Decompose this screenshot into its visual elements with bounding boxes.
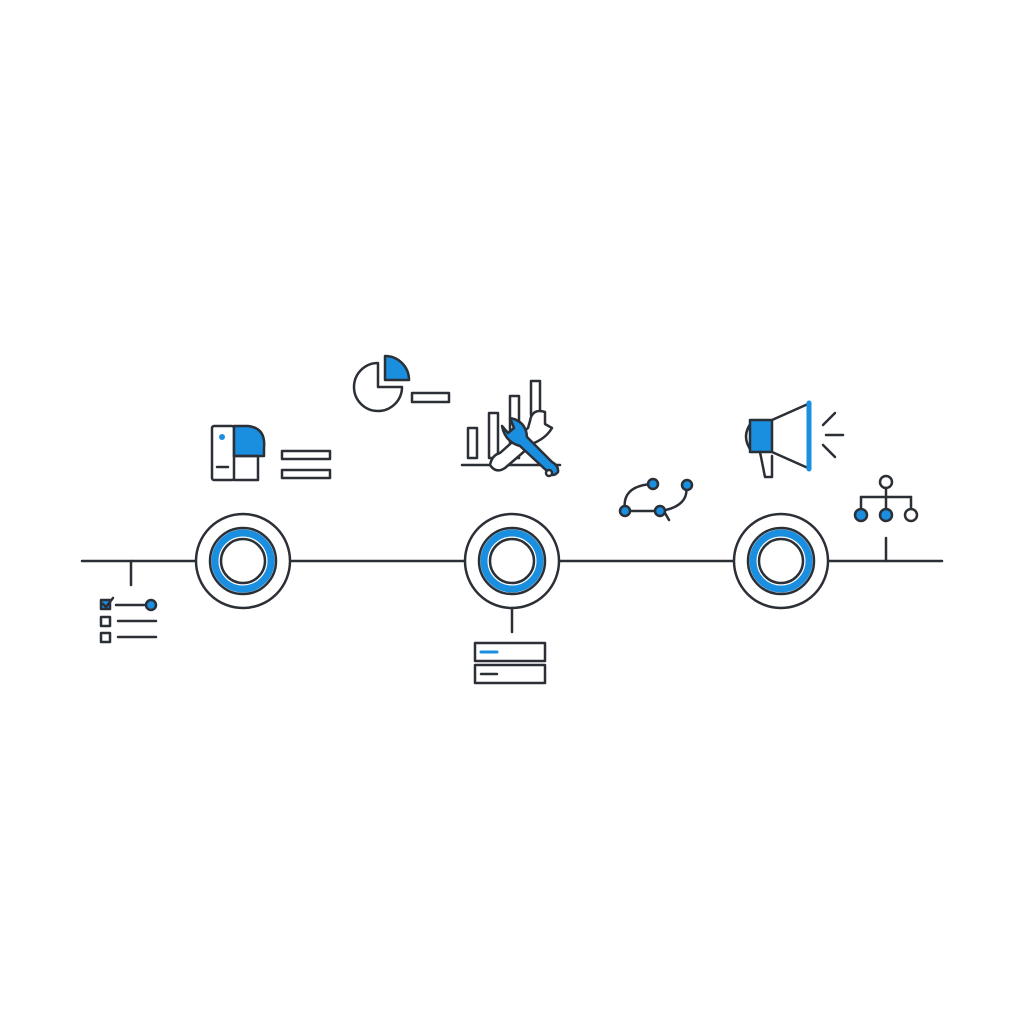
pie-chart-icon xyxy=(352,354,451,413)
checklist-icon xyxy=(99,596,158,644)
document-pie-chart-icon xyxy=(210,424,332,482)
milestone-3 xyxy=(732,512,830,610)
server-stack-icon xyxy=(473,641,547,685)
milestone-2 xyxy=(463,512,561,610)
workflow-path-icon xyxy=(618,477,694,522)
bar-chart-wrench-icon xyxy=(460,379,562,478)
milestone-1 xyxy=(194,512,292,610)
megaphone-icon xyxy=(744,400,845,479)
org-hierarchy-icon xyxy=(853,474,919,523)
